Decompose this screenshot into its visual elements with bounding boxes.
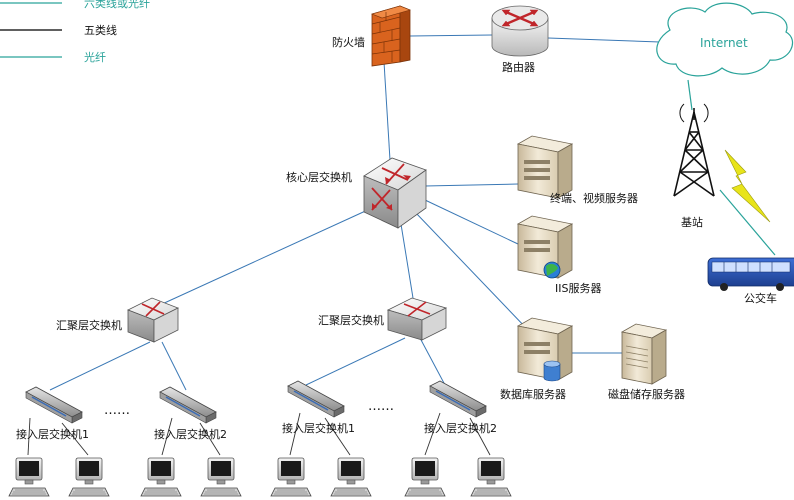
pc-icon [404, 457, 446, 497]
link-firewall-router [409, 34, 493, 37]
link-internet-base-station [687, 79, 693, 111]
router-label: 路由器 [502, 60, 535, 74]
legend: 六类线或光纤 五类线 光纤 [0, 0, 150, 64]
link-core-agg-mid [399, 217, 414, 299]
pc-icon [200, 457, 242, 497]
core-switch-icon [363, 157, 427, 229]
access-switch-1-icon [25, 386, 83, 424]
core-switch-label: 核心层交换机 [286, 170, 352, 184]
link-firewall-core [383, 61, 391, 161]
iis-server-icon [516, 215, 574, 279]
access-switch-3-label: 接入层交换机1 [282, 421, 355, 435]
link-core-db-server [414, 211, 529, 331]
access-switch-3-icon [287, 380, 345, 418]
agg-switch-left-label: 汇聚层交换机 [56, 318, 122, 332]
link-router-internet [547, 37, 661, 43]
wireless-signal-lightning-icon [724, 149, 771, 223]
globe-icon [543, 261, 561, 279]
internet-cloud-icon [656, 2, 793, 77]
bus-label: 公交车 [744, 291, 777, 305]
link-core-video-server [424, 183, 519, 187]
agg-switch-mid-label: 汇聚层交换机 [318, 313, 384, 327]
storage-server-icon [620, 323, 668, 385]
ellipsis-left: …… [104, 403, 130, 418]
database-cylinder-icon [543, 360, 561, 382]
pc-icon [8, 457, 50, 497]
access-links [27, 412, 491, 456]
pc-icon [270, 457, 312, 497]
link-agg-left-access1 [49, 341, 151, 391]
link-core-agg-left [159, 207, 373, 306]
iis-server-label: IIS服务器 [555, 282, 601, 295]
agg-switch-left-icon [127, 297, 179, 343]
ellipsis-right: …… [368, 399, 394, 414]
access-switch-1-label: 接入层交换机1 [16, 427, 89, 441]
link-core-iis-server [424, 199, 519, 245]
legend-label-fiber: 光纤 [84, 50, 106, 64]
pc-icon [68, 457, 110, 497]
agg-switch-mid-icon [386, 297, 448, 341]
bus-icon [707, 257, 794, 291]
access-switch-4-label: 接入层交换机2 [424, 421, 497, 435]
legend-label-cat5: 五类线 [84, 23, 117, 37]
router-icon [491, 5, 549, 57]
access-switch-4-icon [429, 380, 487, 418]
pc-icon [470, 457, 512, 497]
db-server-label: 数据库服务器 [500, 387, 566, 401]
storage-server-label: 磁盘储存服务器 [608, 387, 685, 401]
links [49, 34, 661, 391]
video-server-icon [516, 135, 574, 199]
base-station-label: 基站 [681, 215, 703, 229]
fiber-links [687, 79, 776, 256]
internet-label: Internet [700, 36, 748, 50]
legend-label-cat6: 六类线或光纤 [84, 0, 150, 10]
video-server-label: 终端、视频服务器 [550, 191, 638, 205]
base-station-tower-icon [673, 103, 715, 197]
firewall-label: 防火墙 [332, 35, 365, 49]
link-agg-mid-access4 [419, 337, 446, 386]
pc-icon [330, 457, 372, 497]
access-switch-2-icon [159, 386, 217, 424]
link-agg-left-access2 [161, 341, 187, 391]
pc-icon [140, 457, 182, 497]
link-agg-mid-access3 [305, 337, 406, 386]
firewall-icon [371, 5, 411, 67]
access-switch-2-label: 接入层交换机2 [154, 427, 227, 441]
link-base-station-bus [719, 189, 776, 256]
